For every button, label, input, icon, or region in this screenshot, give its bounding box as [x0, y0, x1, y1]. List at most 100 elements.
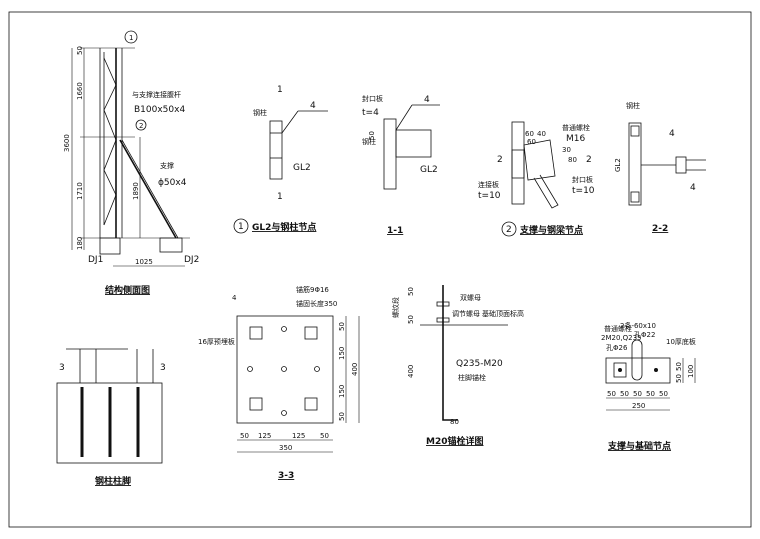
dim-bottom: 180	[76, 237, 84, 250]
h-dim: 50	[240, 432, 249, 440]
member-size: B100x50x4	[134, 105, 185, 115]
bolt-note: 普通螺栓	[604, 324, 632, 333]
v-dim: 50	[338, 412, 346, 421]
bolt-note: 普通螺栓	[562, 123, 590, 132]
weld-size-2: 4	[690, 183, 696, 193]
cap-thickness: t=4	[362, 108, 379, 118]
detail-1: 1 1 钢柱 GL2 4 1 GL2与钢柱节点	[233, 85, 328, 234]
callout-2-circle	[135, 119, 147, 131]
sheet-border	[8, 11, 752, 528]
section-3-3-title: 3-3	[278, 471, 294, 481]
section-mark-right: 2	[586, 155, 592, 165]
section-2-2: 钢柱 GL2 4 4 2-2	[614, 101, 706, 234]
concrete-footing	[56, 382, 163, 464]
footing-1-label: DJ1	[88, 255, 103, 265]
anchor-length: 锚固长度350	[296, 299, 337, 308]
dim-60-b: 60	[527, 138, 536, 146]
column-label: 钢柱	[253, 108, 267, 117]
cap-plate-label: 封口板	[572, 175, 593, 184]
dim-offset: 1025	[135, 258, 153, 266]
footing-dj2	[159, 237, 183, 253]
h-dim: 125	[292, 432, 305, 440]
detail-2-number: 2	[506, 225, 512, 235]
plate-label: 16厚预埋板	[198, 337, 235, 346]
weld-size: 4	[232, 294, 237, 302]
beam-label: GL2	[420, 165, 438, 175]
conn-plate-label: 连接板	[478, 180, 499, 189]
detail-1-circle	[233, 218, 249, 234]
detail-2-title: 支撑与钢梁节点	[519, 224, 583, 236]
dim-mid: 50	[407, 315, 415, 324]
section-2-2-title: 2-2	[652, 224, 668, 234]
elevation-label: 基础顶面标高	[482, 309, 524, 318]
h-total: 350	[279, 444, 292, 452]
side-view-title: 结构侧面图	[105, 284, 150, 296]
v-dim: 50	[675, 374, 683, 383]
anchor-bolt-title: M20锚栓详图	[426, 435, 483, 447]
detail-1-number: 1	[238, 222, 244, 232]
column-label: 钢柱	[626, 101, 640, 110]
v-dim: 150	[338, 347, 346, 360]
callout-2: 2	[139, 122, 143, 130]
hole-1: 孔Φ26	[606, 344, 628, 352]
section-1-1-title: 1-1	[387, 226, 403, 236]
h-dim: 50	[633, 390, 642, 398]
v-dim: 50	[675, 362, 683, 371]
dim-top: 50	[407, 287, 415, 296]
v-dim: 50	[338, 322, 346, 331]
section-3-3: 4 锚筋9Φ16 锚固长度350 16厚预埋板 50 150 150 50 40…	[198, 285, 360, 481]
v-dim: 150	[338, 385, 346, 398]
anchor-bolt-detail: 螺纹段 50 50 400 80 双螺母 调节螺母 基础顶面标高 Q235-M2…	[391, 285, 524, 447]
h-dim: 50	[659, 390, 668, 398]
embedded-plate	[236, 315, 334, 424]
dim-top: 50	[76, 46, 84, 55]
v-total: 400	[351, 363, 359, 376]
detail-1-title: GL2与钢柱节点	[252, 221, 316, 233]
h-dim: 50	[620, 390, 629, 398]
h-dim: 125	[258, 432, 271, 440]
weld-size: 4	[310, 101, 316, 111]
base-plate	[605, 357, 671, 384]
section-mark-bottom: 1	[277, 192, 283, 202]
weld-size-1: 4	[669, 129, 675, 139]
double-nut-label: 双螺母	[460, 293, 481, 302]
h-dim: 50	[320, 432, 329, 440]
dim-brace-height: 1890	[132, 182, 140, 200]
bolt-size: M16	[566, 134, 585, 144]
cap-thickness: t=10	[572, 186, 595, 196]
dim-40: 40	[537, 130, 546, 138]
dim-80: 80	[568, 156, 577, 164]
column-base-title: 钢柱柱脚	[95, 475, 131, 487]
section-1-1: 封口板 t=4 50 钢柱 GL2 4 1-1	[362, 94, 440, 236]
footing-dj1	[99, 237, 121, 255]
section-mark-right: 3	[160, 363, 166, 373]
section-mark-left: 2	[497, 155, 503, 165]
dim-length: 400	[407, 365, 415, 378]
weld-size: 4	[424, 95, 430, 105]
beam-label: GL2	[293, 163, 311, 173]
bolt-spec: 2M20,Q235	[601, 334, 642, 342]
member-note: 与支撑连接腹杆	[132, 90, 181, 99]
section-mark-top: 1	[277, 85, 283, 95]
column-label: 钢柱	[362, 137, 376, 146]
thread-label: 螺纹段	[391, 297, 400, 318]
footing-2-label: DJ2	[184, 255, 199, 265]
brace-base-detail: 普通螺栓 2M20,Q235 孔Φ26 2条-60x10 孔Φ22 10厚底板 …	[601, 321, 696, 452]
base-plate-label: 10厚底板	[666, 337, 696, 346]
side-view: 3600 1660 1710 180 50 1890 1 2 与支撑连接腹杆 B…	[63, 30, 199, 296]
dim-30: 30	[562, 146, 571, 154]
section-mark-left: 3	[59, 363, 65, 373]
adjust-nut-label: 调节螺母	[452, 309, 480, 318]
bolt-spec: Q235-M20	[456, 359, 503, 369]
dim-hook: 80	[450, 418, 459, 426]
callout-1: 1	[129, 34, 133, 42]
conn-thickness: t=10	[478, 191, 501, 201]
dim-upper: 1660	[76, 82, 84, 100]
brace-note: 支撑	[160, 161, 174, 170]
plate-strip: 2条-60x10	[620, 321, 656, 330]
cap-plate-label: 封口板	[362, 94, 383, 103]
callout-1-circle	[124, 30, 138, 44]
dim-lower: 1710	[76, 182, 84, 200]
